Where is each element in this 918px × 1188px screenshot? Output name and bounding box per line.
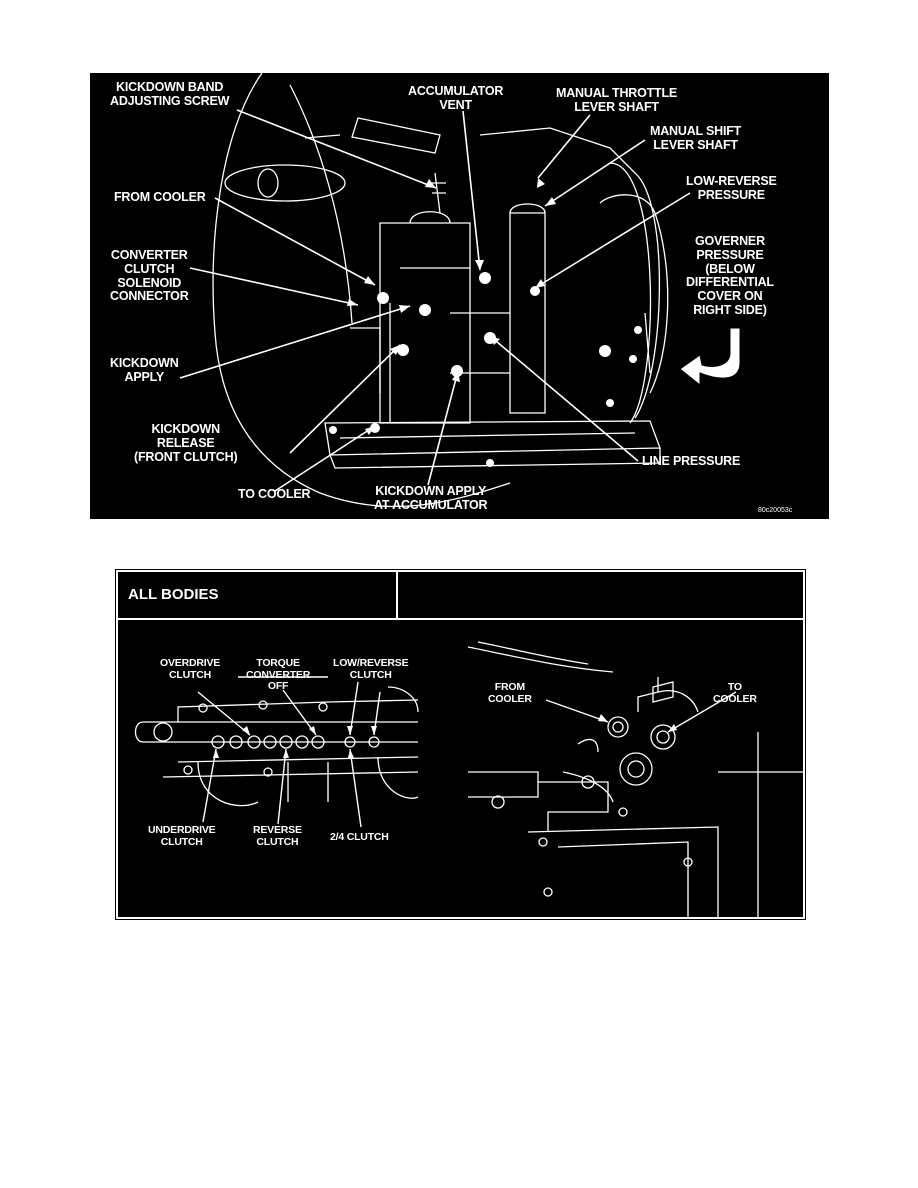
- figure-title: ALL BODIES: [128, 586, 219, 603]
- label-to-cooler: TO COOLER: [238, 487, 311, 501]
- label-governer-pressure: GOVERNER PRESSURE (BELOW DIFFERENTIAL CO…: [686, 234, 774, 317]
- label-from-cooler: FROM COOLER: [488, 681, 532, 705]
- all-bodies-cooler-lines-figure: ALL BODIES: [115, 569, 806, 920]
- label-to-cooler: TO COOLER: [713, 681, 757, 705]
- figure-code: 80c20053c: [758, 507, 793, 514]
- label-converter-clutch-solenoid-connector: CONVERTER CLUTCH SOLENOID CONNECTOR: [110, 248, 189, 304]
- label-low-reverse-pressure: LOW-REVERSE PRESSURE: [686, 174, 777, 202]
- label-kickdown-apply: KICKDOWN APPLY: [110, 356, 179, 384]
- label-low-reverse-clutch: LOW/REVERSE CLUTCH: [333, 657, 409, 681]
- title-divider: [118, 618, 803, 620]
- label-kickdown-band-adjusting-screw: KICKDOWN BAND ADJUSTING SCREW: [110, 80, 230, 108]
- transmission-diagram-figure: KICKDOWN BAND ADJUSTING SCREW ACCUMULATO…: [90, 73, 829, 519]
- label-manual-shift-lever-shaft: MANUAL SHIFT LEVER SHAFT: [650, 124, 742, 152]
- label-manual-throttle-lever-shaft: MANUAL THROTTLE LEVER SHAFT: [556, 86, 678, 114]
- label-line-pressure: LINE PRESSURE: [642, 454, 741, 468]
- label-accumulator-vent: ACCUMULATOR VENT: [408, 84, 504, 112]
- label-from-cooler: FROM COOLER: [114, 190, 206, 204]
- transmission-illustration: [179, 73, 741, 508]
- label-kickdown-apply-at-accumulator: KICKDOWN APPLY AT ACCUMULATOR: [374, 484, 488, 512]
- label-torque-converter-off: TORQUE CONVERTER OFF: [246, 657, 311, 693]
- label-kickdown-release: KICKDOWN RELEASE (FRONT CLUTCH): [134, 422, 238, 464]
- label-overdrive-clutch: OVERDRIVE CLUTCH: [160, 657, 221, 681]
- label-reverse-clutch: REVERSE CLUTCH: [253, 824, 302, 848]
- label-underdrive-clutch: UNDERDRIVE CLUTCH: [148, 824, 216, 848]
- clutch-port-illustration: [134, 641, 803, 917]
- label-2-4-clutch: 2/4 CLUTCH: [330, 831, 389, 843]
